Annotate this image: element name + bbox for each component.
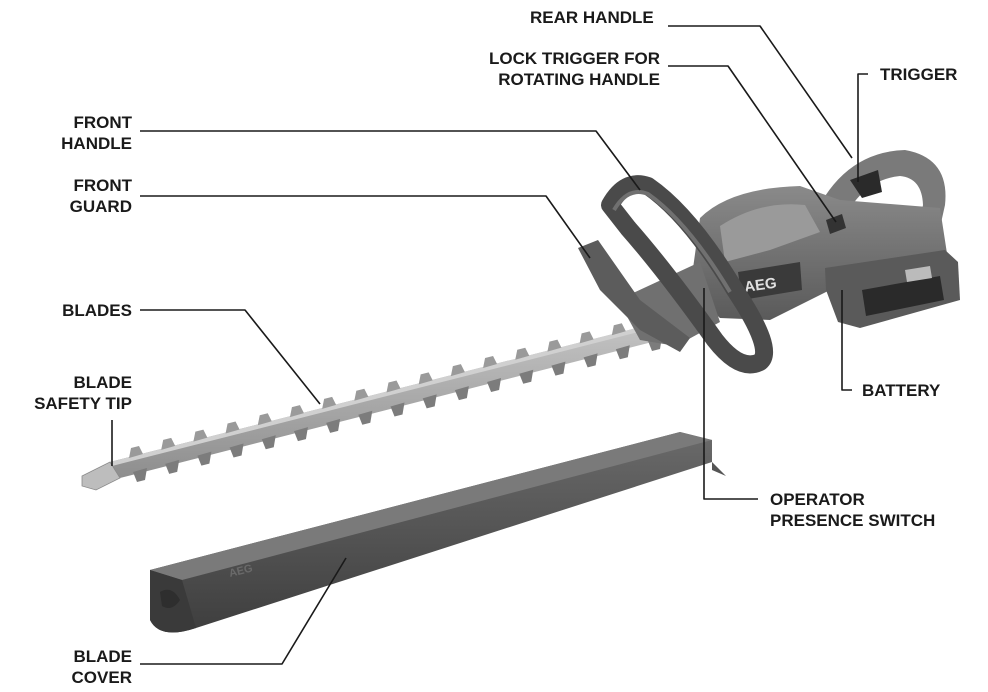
brand-logo-text: AEG [743,275,778,296]
blade-tooth-bottom [390,402,405,417]
front-handle-line-2: HANDLE [61,134,132,153]
blade-tooth-top [515,347,530,360]
blade-cover-illustration: AEG [150,432,726,633]
leader-blade-cover [140,557,347,665]
leader-rear-handle [668,25,853,159]
blade-tooth-bottom [615,345,630,360]
blade-tooth-top [611,323,626,336]
blade-tooth-bottom [261,435,276,450]
lock-trigger-line-2: ROTATING HANDLE [498,70,660,89]
blade-tooth-bottom [326,418,341,433]
leader-front-handle [140,130,641,191]
blade-tooth-top [354,388,369,401]
operator-switch-line-2: PRESENCE SWITCH [770,511,936,530]
blade-cover-line-1: BLADE [73,647,132,666]
leader-front-guard [140,195,591,259]
safety-tip-shape [81,461,121,491]
operator-switch-line-1: OPERATOR [770,490,865,509]
blade-tooth-bottom [358,410,373,425]
blade-tooth-top [257,413,272,426]
front-guard-line-2: GUARD [69,197,132,216]
blade-tooth-top [193,429,208,442]
leader-lines [111,25,868,665]
blade-illustration [81,315,668,491]
blade-tooth-bottom [293,427,308,442]
blade-tooth-bottom [133,468,147,482]
blade-tooth-bottom [583,353,598,368]
blade-tooth-bottom [422,394,437,409]
trigger-line-1: TRIGGER [880,65,958,84]
label-lock-trigger: LOCK TRIGGER FOR ROTATING HANDLE [489,48,660,90]
blade-tooth-bottom [197,451,212,466]
blade-tooth-top [418,372,433,385]
label-blade-safety-tip: BLADE SAFETY TIP [34,372,132,414]
label-trigger: TRIGGER [880,64,957,85]
blades-line-1: BLADES [62,301,132,320]
blade-tooth-top [161,437,176,450]
label-operator-presence-switch: OPERATOR PRESENCE SWITCH [770,489,935,531]
blade-tooth-top [225,421,240,434]
leader-trigger [857,73,868,182]
blade-tooth-top [547,339,562,352]
cover-brand-text: AEG [228,562,254,579]
blade-tooth-top [129,446,143,458]
leader-operator-switch [703,288,758,500]
blade-tooth-top [289,405,304,418]
front-guard-line-1: FRONT [73,176,132,195]
front-handle-line-1: FRONT [73,113,132,132]
label-blades: BLADES [62,300,132,321]
blade-cover-line-2: COVER [71,668,132,687]
leader-blades [140,309,321,405]
safety-tip-line-1: BLADE [73,373,132,392]
rear-handle-line-1: REAR HANDLE [530,8,654,27]
leader-lock-trigger [668,65,837,223]
blade-tooth-bottom [454,386,469,401]
blade-tooth-top [579,331,594,344]
blade-tooth-top [483,355,498,368]
blade-tooth-bottom [229,443,244,458]
label-rear-handle: REAR HANDLE [530,7,654,28]
battery-line-1: BATTERY [862,381,941,400]
safety-tip-line-2: SAFETY TIP [34,394,132,413]
blade-tooth-bottom [487,377,502,392]
blade-tooth-top [322,396,337,409]
trimmer-body-illustration: AEG [578,150,960,374]
blade-tooth-top [386,380,401,393]
blade-tooth-bottom [165,459,180,474]
label-battery: BATTERY [862,380,940,401]
blade-tooth-bottom [551,361,566,376]
label-front-guard: FRONT GUARD [70,175,132,217]
label-blade-cover: BLADE COVER [72,646,132,688]
blade-tooth-top [450,364,465,377]
label-front-handle: FRONT HANDLE [61,112,132,154]
blade-tooth-bottom [519,369,534,384]
leader-battery [841,290,852,391]
lock-trigger-line-1: LOCK TRIGGER FOR [489,49,660,68]
